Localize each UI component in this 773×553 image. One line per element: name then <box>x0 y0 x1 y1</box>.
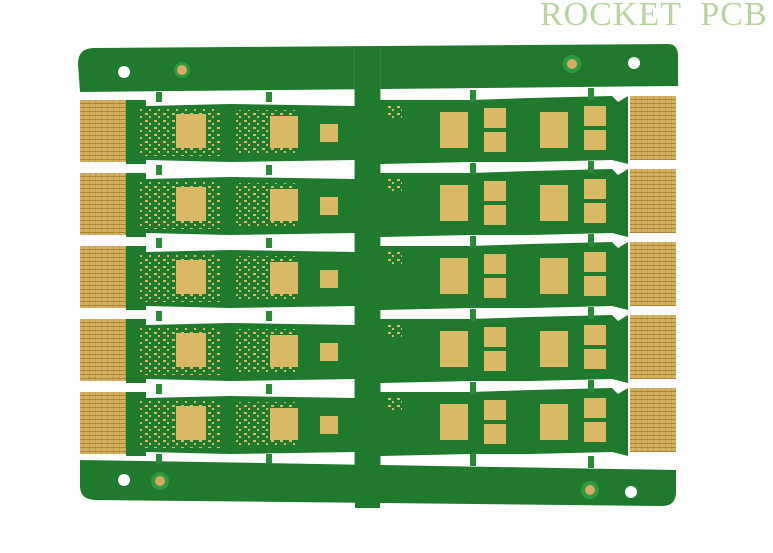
right-boards <box>380 88 676 468</box>
tooling-hole <box>625 486 637 498</box>
tooling-hole <box>118 66 130 78</box>
center-spine <box>355 48 380 508</box>
bottom-rail <box>80 460 676 506</box>
watermark-text: ROCKET PCB <box>540 0 768 33</box>
tooling-hole <box>628 57 640 69</box>
left-boards <box>80 92 355 464</box>
tooling-hole <box>118 474 130 486</box>
